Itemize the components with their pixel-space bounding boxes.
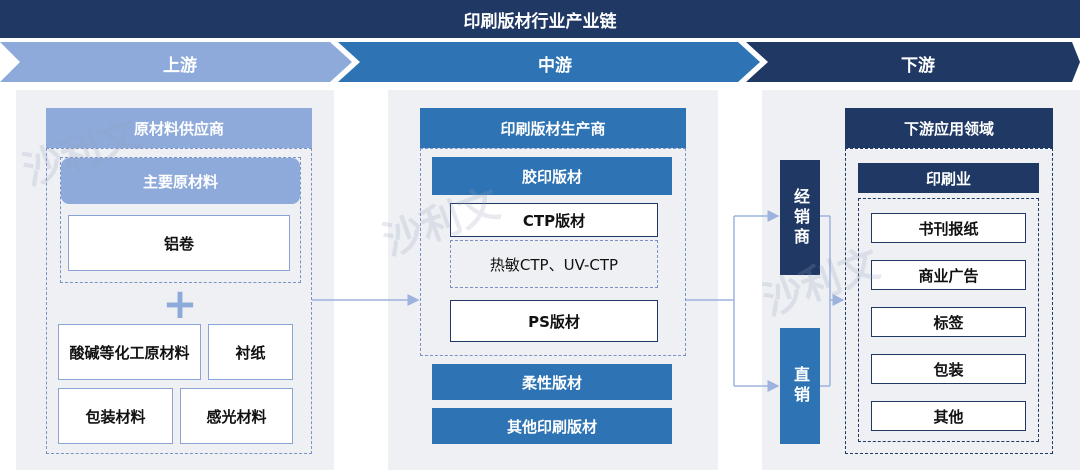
flexo-plate-box: 柔性版材	[432, 364, 672, 400]
stage-upstream-label: 上游	[163, 55, 197, 76]
upstream-chevron	[0, 42, 352, 82]
ctp-plate-box: CTP版材	[450, 203, 658, 237]
midstream-panel	[388, 90, 718, 470]
midstream-chevron	[338, 42, 760, 82]
liner-paper-box: 衬纸	[208, 324, 293, 380]
midstream-header: 印刷版材生产商	[420, 108, 686, 148]
other-plate-box: 其他印刷版材	[432, 408, 672, 444]
upstream-dashed-frame	[46, 148, 312, 454]
labels-box: 标签	[871, 307, 1026, 337]
commercial-ads-box: 商业广告	[871, 260, 1026, 290]
printing-industry-header: 印刷业	[858, 163, 1039, 193]
main-materials-frame	[60, 157, 301, 283]
stage-banner	[0, 42, 1080, 82]
stage-midstream-label: 中游	[538, 55, 572, 76]
direct-sales-box: 直销	[780, 328, 820, 444]
downstream-header: 下游应用领域	[845, 108, 1053, 148]
offset-plate-header: 胶印版材	[432, 157, 672, 195]
downstream-dashed-frame	[845, 148, 1053, 454]
upstream-header: 原材料供应商	[46, 108, 312, 148]
photosensitive-materials-box: 感光材料	[180, 388, 293, 444]
main-materials-header: 主要原材料	[61, 158, 300, 204]
distributor-box: 经销商	[780, 160, 820, 275]
packaging-materials-box: 包装材料	[58, 388, 173, 444]
downstream-chevron	[746, 42, 1080, 82]
ps-plate-box: PS版材	[450, 300, 658, 342]
printing-industry-frame	[858, 198, 1039, 442]
diagram-title: 印刷版材行业产业链	[0, 0, 1080, 38]
offset-dashed-frame	[420, 148, 686, 356]
books-newspapers-box: 书刊报纸	[871, 213, 1026, 243]
plus-icon: +	[162, 279, 198, 328]
aluminum-box: 铝卷	[68, 215, 290, 271]
ctp-types-box: 热敏CTP、UV-CTP	[450, 240, 658, 288]
chemical-materials-box: 酸碱等化工原材料	[58, 324, 201, 380]
stage-downstream-label: 下游	[901, 55, 935, 76]
others-box: 其他	[871, 401, 1026, 431]
packaging-box: 包装	[871, 354, 1026, 384]
